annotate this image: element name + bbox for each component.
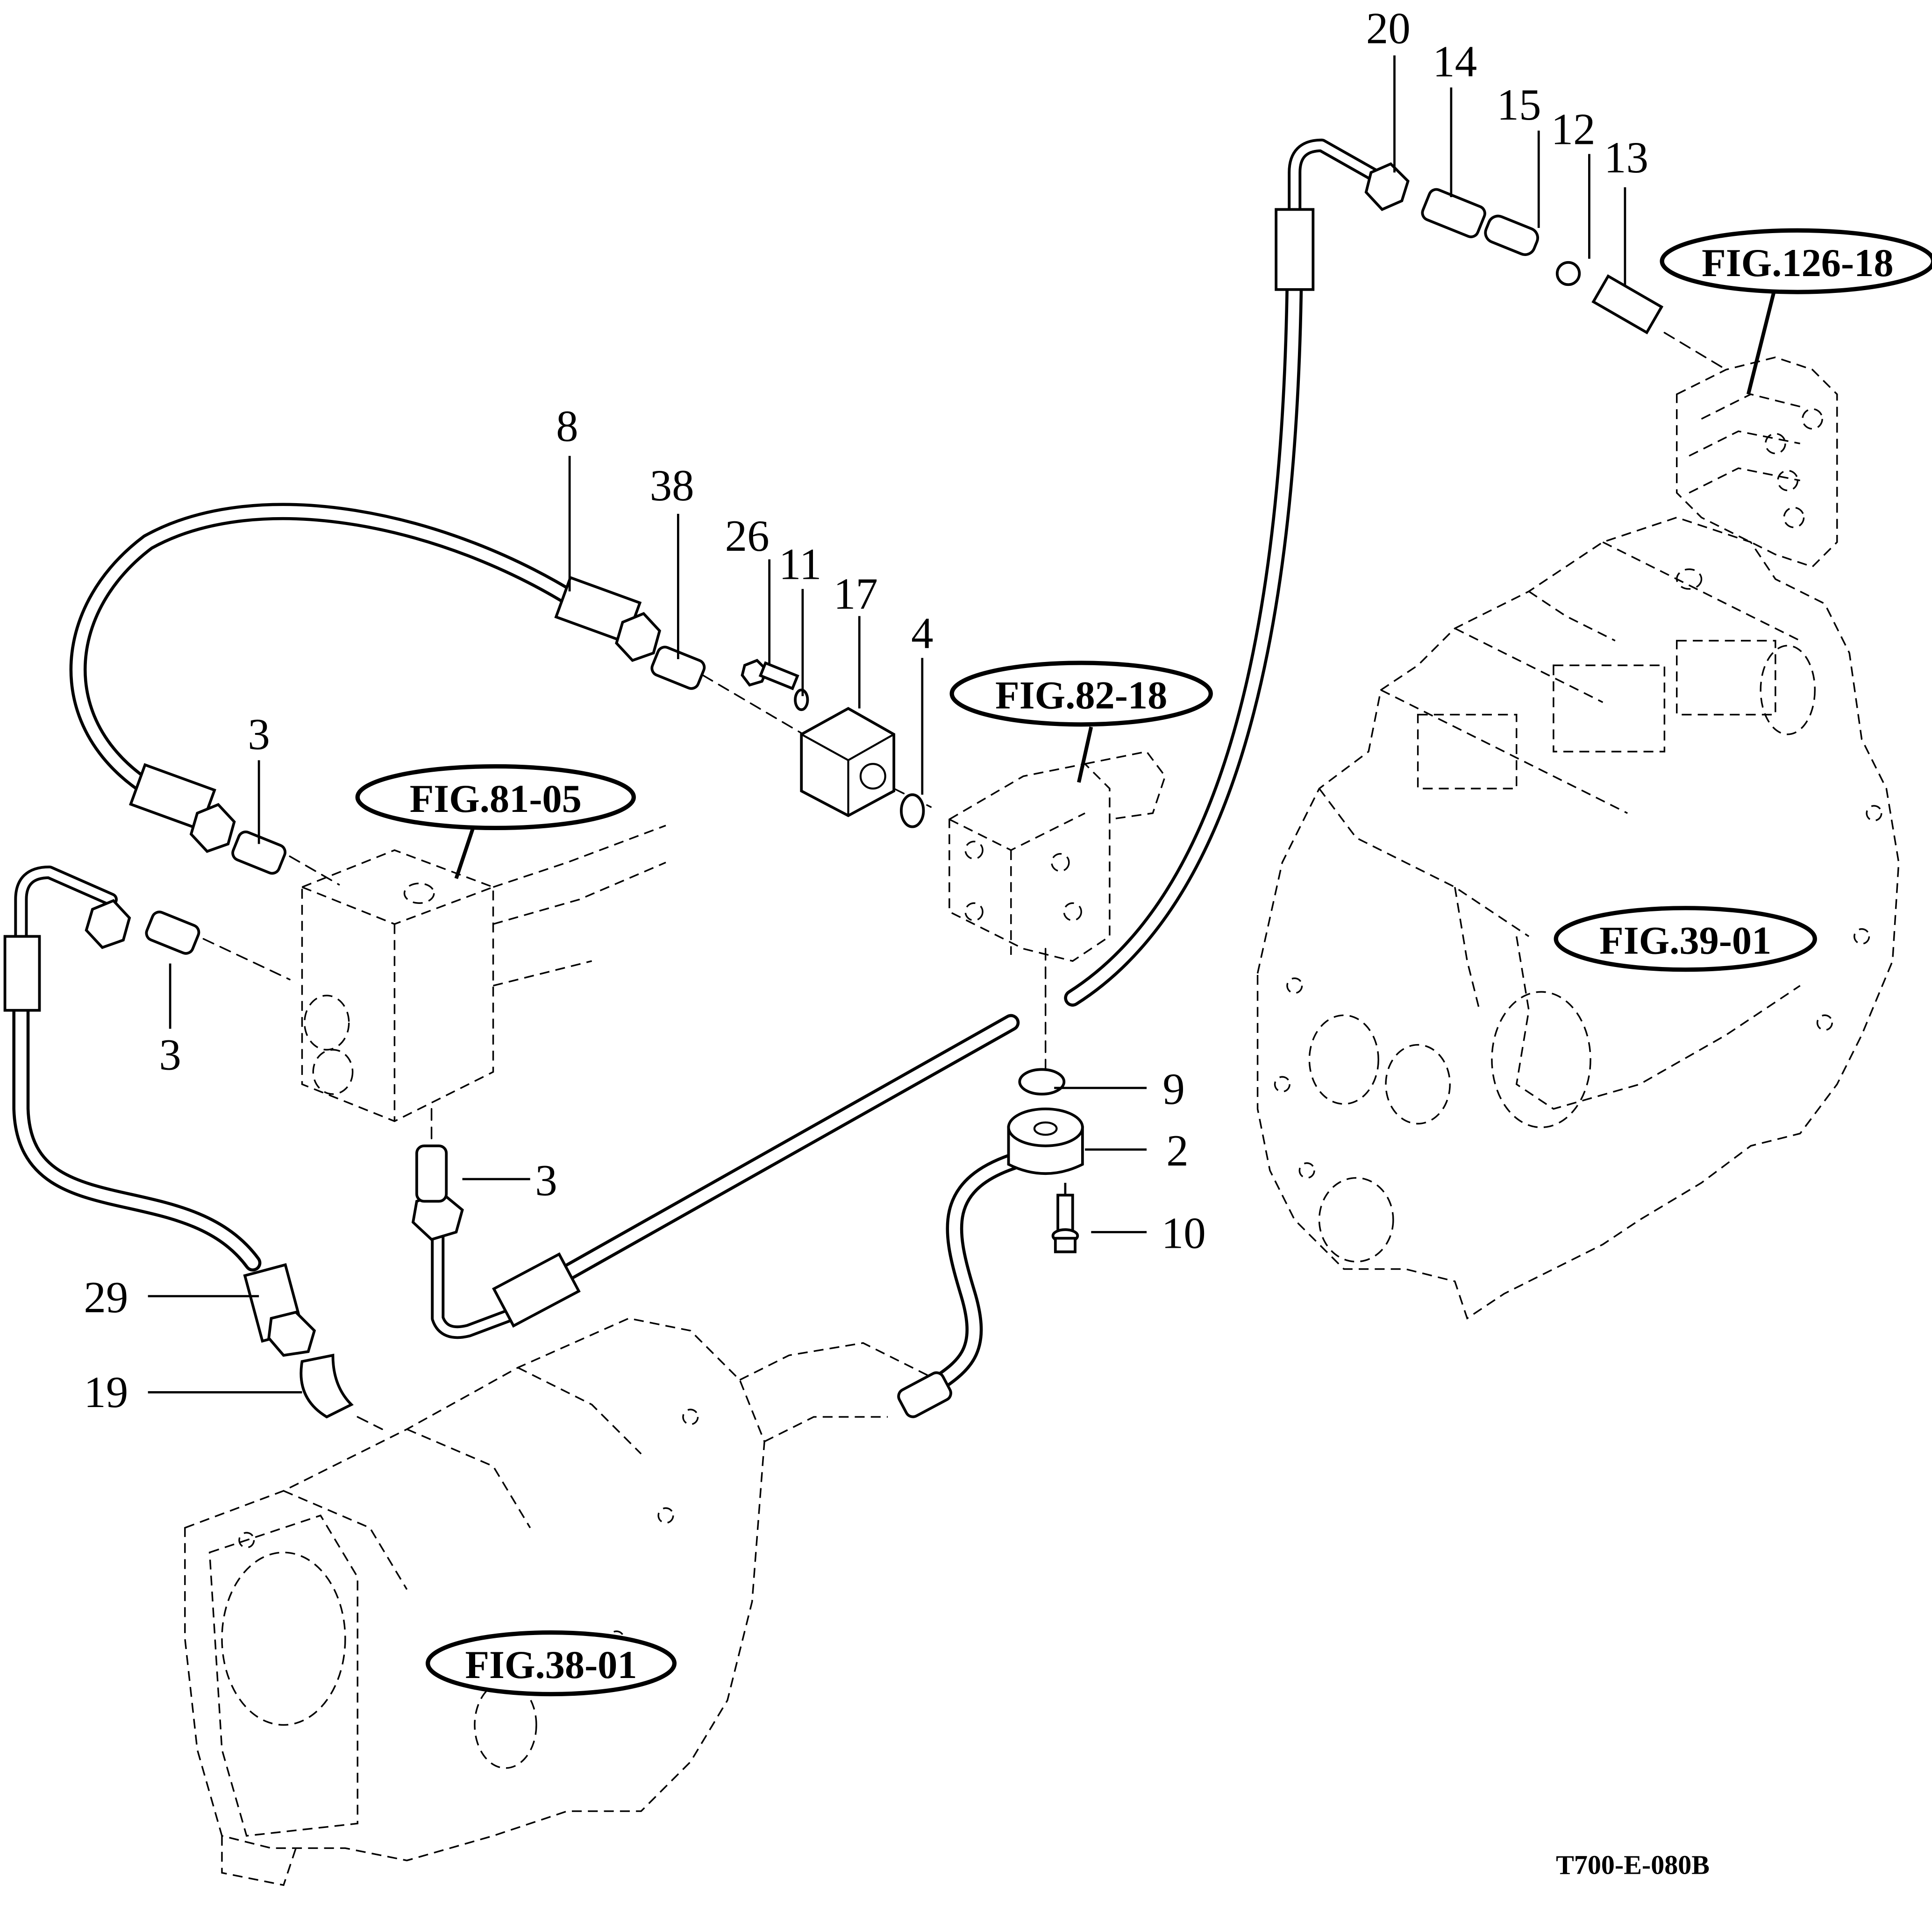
part-number-3-left: 3 [159, 1030, 181, 1079]
part-number-12: 12 [1551, 105, 1596, 154]
figure-reference-81-05[interactable]: FIG.81-05 [355, 764, 636, 830]
part-number-26: 26 [725, 511, 770, 561]
bolt-10 [1051, 1194, 1079, 1253]
figure-reference-39-01-label: FIG.39-01 [1599, 919, 1771, 962]
figure-reference-126-18[interactable]: FIG.126-18 [1660, 228, 1932, 294]
hose-long-main [521, 225, 1304, 1302]
figure-reference-39-01[interactable]: FIG.39-01 [1554, 906, 1817, 972]
tube-left-top [14, 865, 118, 956]
figure-reference-126-18-label: FIG.126-18 [1702, 242, 1893, 285]
part-number-29: 29 [84, 1273, 128, 1322]
tube-top-right [1288, 138, 1394, 241]
part-number-9: 9 [1162, 1064, 1184, 1114]
part-number-labels: 20 14 15 12 13 8 38 26 11 17 4 3 3 3 9 2… [84, 3, 1648, 1417]
part-number-10: 10 [1162, 1209, 1206, 1258]
part-number-20: 20 [1366, 3, 1411, 53]
part-number-4: 4 [911, 608, 933, 658]
part-number-19: 19 [84, 1367, 128, 1417]
nuts-and-adapters [85, 162, 1664, 1419]
part-number-13: 13 [1604, 133, 1648, 182]
figure-reference-38-01[interactable]: FIG.38-01 [426, 1630, 677, 1697]
part-number-15: 15 [1497, 80, 1541, 129]
figure-reference-82-18[interactable]: FIG.82-18 [949, 661, 1213, 727]
o-rings [900, 793, 1066, 1095]
part-number-3-upper: 3 [248, 710, 270, 759]
part-number-14: 14 [1433, 37, 1477, 86]
tube-2 [916, 1149, 1032, 1401]
drawing-id: T700-E-080B [1556, 1850, 1710, 1880]
banjo-block-2 [1007, 1107, 1084, 1175]
block-17 [800, 707, 896, 818]
figure-reference-38-01-label: FIG.38-01 [465, 1643, 637, 1687]
part-number-11: 11 [779, 540, 821, 589]
part-number-3-lower: 3 [535, 1155, 557, 1205]
part-number-38: 38 [650, 461, 694, 510]
hose-29 [12, 940, 262, 1272]
part-number-8: 8 [556, 401, 578, 451]
hose-end-ferrules [3, 208, 1315, 1343]
transmission-assembly-ghost [184, 1317, 938, 1886]
part-number-17: 17 [834, 569, 878, 619]
leader-lines [148, 55, 1777, 1394]
hose-8 [69, 503, 588, 816]
figure-reference-81-05-label: FIG.81-05 [410, 777, 582, 821]
control-valve-ghost [1676, 356, 1838, 568]
engine-assembly-ghost [1256, 516, 1900, 1320]
hydraulic-block-ghost [948, 750, 1166, 962]
bolt-26-washer-11 [741, 659, 809, 711]
tube-lower-elbow [431, 1225, 525, 1339]
part-number-2: 2 [1166, 1126, 1188, 1175]
remote-valve-ghost [301, 825, 666, 1122]
figure-reference-82-18-label: FIG.82-18 [995, 674, 1167, 718]
